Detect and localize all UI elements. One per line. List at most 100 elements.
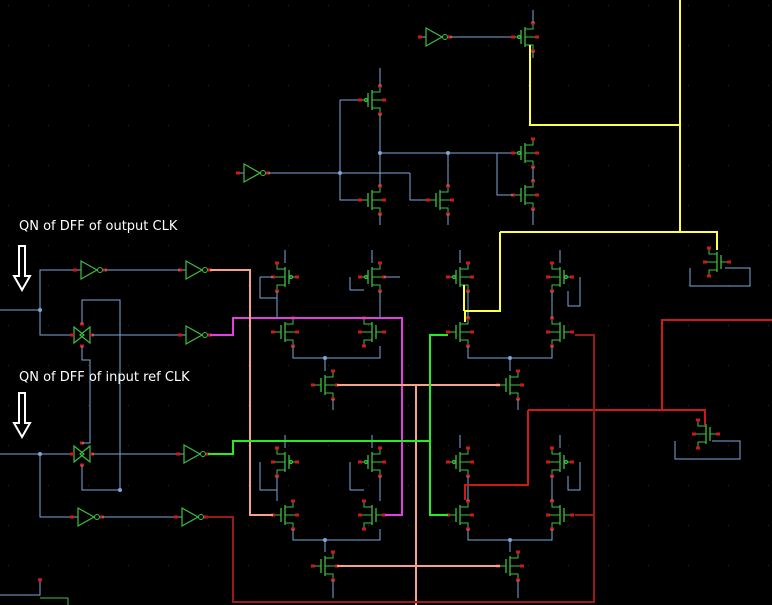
grid-dot xyxy=(248,445,249,446)
grid-dot xyxy=(488,405,489,406)
grid-dot xyxy=(728,45,729,46)
wire xyxy=(674,440,741,460)
pin-dot xyxy=(358,98,362,102)
grid-dot xyxy=(448,205,449,206)
mosfet-source xyxy=(372,469,381,476)
pin-dot xyxy=(73,268,77,272)
grid-dot xyxy=(368,245,369,246)
wire xyxy=(81,299,121,491)
mosfet-drain xyxy=(697,420,706,427)
grid-dot xyxy=(128,565,129,566)
wire xyxy=(567,277,581,307)
mosfet-drain xyxy=(525,181,534,188)
inverter-bubble xyxy=(198,514,204,520)
grid-dot xyxy=(728,445,729,446)
grid-dot xyxy=(768,565,769,566)
grid-dot xyxy=(448,485,449,486)
grid-dot xyxy=(568,365,569,366)
mosfet-drain xyxy=(276,448,285,455)
grid-dot xyxy=(328,285,329,286)
grid-dot xyxy=(408,325,409,326)
mosfet-drain xyxy=(551,318,560,325)
grid-dot xyxy=(568,525,569,526)
grid-dot xyxy=(688,325,689,326)
grid-dot xyxy=(368,485,369,486)
grid-dot xyxy=(288,285,289,286)
grid-dot xyxy=(48,125,49,126)
grid-dot xyxy=(248,405,249,406)
grid-dot xyxy=(128,285,129,286)
grid-dot xyxy=(88,325,89,326)
grid-dot xyxy=(288,365,289,366)
grid-dot xyxy=(528,245,529,246)
grid-dot xyxy=(368,125,369,126)
grid-dot xyxy=(168,445,169,446)
grid-dot xyxy=(728,205,729,206)
grid-dot xyxy=(648,365,649,366)
grid-dot xyxy=(768,405,769,406)
pin-dot xyxy=(570,460,574,464)
mosfet-source xyxy=(708,269,717,276)
grid-dot xyxy=(208,45,209,46)
grid-dot xyxy=(248,525,249,526)
grid-dot xyxy=(608,445,609,446)
grid-dot xyxy=(648,325,649,326)
grid-dot xyxy=(768,445,769,446)
grid-dot xyxy=(368,365,369,366)
grid-dot xyxy=(328,165,329,166)
pin-dot xyxy=(70,515,74,519)
mosfet-source xyxy=(460,469,469,476)
grid-dot xyxy=(768,85,769,86)
inverter-icon xyxy=(77,506,96,528)
grid-dot xyxy=(328,525,329,526)
grid-dot xyxy=(408,445,409,446)
grid-dot xyxy=(168,365,169,366)
grid-dot xyxy=(288,85,289,86)
grid-dot xyxy=(168,165,169,166)
mosfet-source xyxy=(372,207,381,214)
pin-dot xyxy=(70,452,74,456)
mosfet-source xyxy=(372,284,381,291)
inverter-bubble xyxy=(97,267,103,273)
pin-dot xyxy=(546,460,550,464)
grid-dot xyxy=(608,85,609,86)
mosfet-source xyxy=(460,284,469,291)
pin-dot xyxy=(70,333,74,337)
grid-dot xyxy=(688,85,689,86)
grid-dot xyxy=(128,485,129,486)
mosfet-source xyxy=(525,44,534,51)
pin-dot xyxy=(311,564,315,568)
grid-dot xyxy=(328,85,329,86)
grid-dot xyxy=(528,405,529,406)
grid-dot xyxy=(608,485,609,486)
grid-dot xyxy=(48,245,49,246)
grid-dot xyxy=(408,525,409,526)
grid-dot xyxy=(88,525,89,526)
grid-dot xyxy=(688,45,689,46)
transmission-gate-icon xyxy=(79,444,91,464)
grid-dot xyxy=(248,125,249,126)
grid-dot xyxy=(168,125,169,126)
pin-dot xyxy=(470,330,474,334)
grid-dot xyxy=(8,485,9,486)
pin-dot xyxy=(570,275,574,279)
grid-dot xyxy=(568,45,569,46)
junction-dot xyxy=(508,356,512,360)
grid-dot xyxy=(88,45,89,46)
grid-dot xyxy=(48,85,49,86)
grid-dot xyxy=(288,565,289,566)
grid-dot xyxy=(48,445,49,446)
pin-dot xyxy=(331,369,335,373)
pin-dot xyxy=(511,35,515,39)
grid-dot xyxy=(488,245,489,246)
net-yellow xyxy=(464,232,501,322)
down-arrow-icon xyxy=(12,392,32,440)
pin-dot xyxy=(535,151,539,155)
grid-dot xyxy=(48,325,49,326)
grid-dot xyxy=(248,205,249,206)
grid-dot xyxy=(88,445,89,446)
grid-dot xyxy=(528,565,529,566)
mosfet-source xyxy=(325,573,334,580)
grid-dot xyxy=(368,405,369,406)
pin-dot xyxy=(382,198,386,202)
